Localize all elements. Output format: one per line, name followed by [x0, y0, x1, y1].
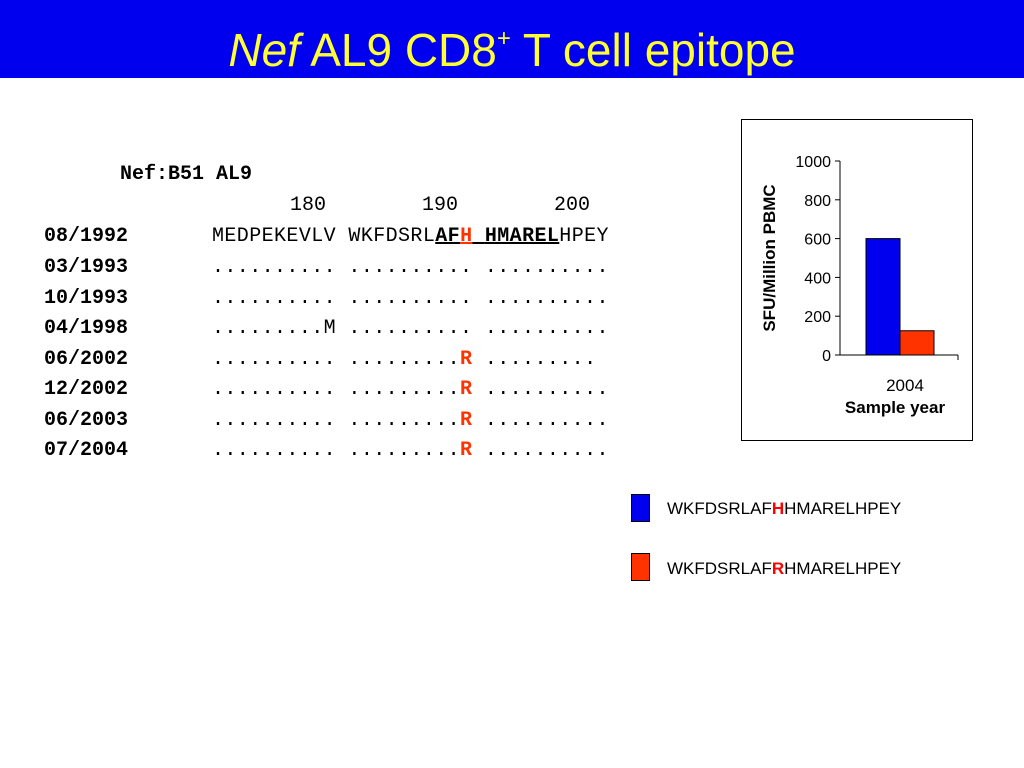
reference-seq-tail: HPEY	[559, 225, 609, 248]
legend-label-h: WKFDSRLAFHHMARELHPEY	[667, 499, 901, 519]
legend-suffix: HMARELHPEY	[784, 559, 902, 578]
row-date: 07/2004	[44, 439, 129, 462]
reference-seq-part: MEDPEKEVLV WKFDSRL	[212, 225, 436, 248]
legend-prefix: WKFDSRLAF	[667, 499, 772, 518]
row-date: 06/2002	[44, 347, 129, 371]
y-tick-label: 1000	[795, 154, 831, 171]
legend-prefix: WKFDSRLAF	[667, 559, 772, 578]
y-tick-label: 0	[822, 348, 831, 365]
row-mutation: R	[460, 347, 473, 371]
chart-panel-shadow	[742, 440, 972, 441]
row-sequence-part: .......... .......... ..........	[212, 256, 609, 279]
protein-name: Nef	[120, 163, 157, 186]
row-sequence: .......... .......... ..........	[212, 253, 609, 283]
row-date: 12/2002	[44, 378, 129, 401]
row-sequence: .......... .......... ..........	[212, 284, 609, 314]
reference-sequence: MEDPEKEVLV WKFDSRLAFH HMARELHPEY	[212, 222, 609, 252]
y-tick-label: 800	[804, 193, 831, 210]
row-sequence-part: .........M .......... ..........	[212, 317, 609, 340]
epitope-gap	[472, 225, 484, 248]
row-mutation: R	[460, 378, 473, 401]
row-sequence: .........M .......... ..........	[212, 314, 609, 344]
legend-residue: R	[771, 559, 785, 578]
y-axis-label: SFU/Million PBMC	[760, 184, 779, 331]
row-sequence-part: .......... .......... ..........	[212, 286, 609, 310]
protein-colon: :	[156, 163, 169, 186]
row-sequence-part: .......... .........	[212, 378, 461, 401]
row-date: 10/1993	[44, 286, 129, 310]
legend-residue: H	[771, 499, 785, 518]
epitope-start: AF	[435, 225, 461, 248]
row-sequence-tail: ..........	[472, 378, 609, 401]
title-superscript: +	[496, 25, 511, 52]
protein-epitope-label: Nef:B51 AL9	[120, 160, 252, 190]
position-ruler: 180 190 200	[290, 194, 591, 217]
bar-series-1	[865, 238, 901, 356]
epitope-name: B51 AL9	[168, 163, 253, 186]
y-tick-label: 400	[804, 270, 831, 287]
row-date: 06/2003	[44, 408, 129, 432]
row-sequence-tail: .........	[472, 347, 597, 371]
title-main: AL9 CD8	[299, 24, 497, 76]
slide-title: Nef AL9 CD8+ T cell epitope	[0, 6, 1024, 83]
row-sequence: .......... .........R ..........	[212, 375, 609, 405]
reference-date: 08/1992	[44, 225, 129, 248]
legend-label-r: WKFDSRLAFRHMARELHPEY	[667, 559, 901, 579]
row-sequence-part: .......... .........	[212, 408, 461, 432]
title-rest: T cell epitope	[510, 24, 796, 76]
row-sequence-part: .......... .........	[212, 439, 461, 462]
row-sequence: .......... .........R ..........	[212, 436, 609, 466]
row-sequence-part: .......... .........	[212, 347, 461, 371]
row-date: 04/1998	[44, 317, 129, 340]
row-sequence: .......... .........R ..........	[212, 406, 609, 436]
title-italic: Nef	[228, 24, 300, 76]
x-tick-label: 2004	[886, 376, 924, 395]
y-tick-label: 200	[804, 309, 831, 326]
row-sequence-tail: ..........	[472, 408, 609, 432]
epitope-key-residue: H	[460, 225, 473, 248]
y-tick-label: 600	[804, 232, 831, 249]
bar-series-2	[899, 330, 935, 356]
legend-suffix: HMARELHPEY	[784, 499, 902, 518]
row-sequence-tail: ..........	[472, 439, 609, 462]
row-mutation: R	[460, 408, 473, 432]
legend-swatch-red	[631, 553, 650, 581]
epitope-end: HMAREL	[484, 225, 560, 248]
legend-swatch-blue	[631, 494, 650, 522]
row-sequence: .......... .........R .........	[212, 345, 596, 375]
row-date: 03/1993	[44, 256, 129, 279]
title-bar	[0, 0, 1024, 78]
row-mutation: R	[460, 439, 473, 462]
x-axis-label: Sample year	[845, 398, 946, 417]
